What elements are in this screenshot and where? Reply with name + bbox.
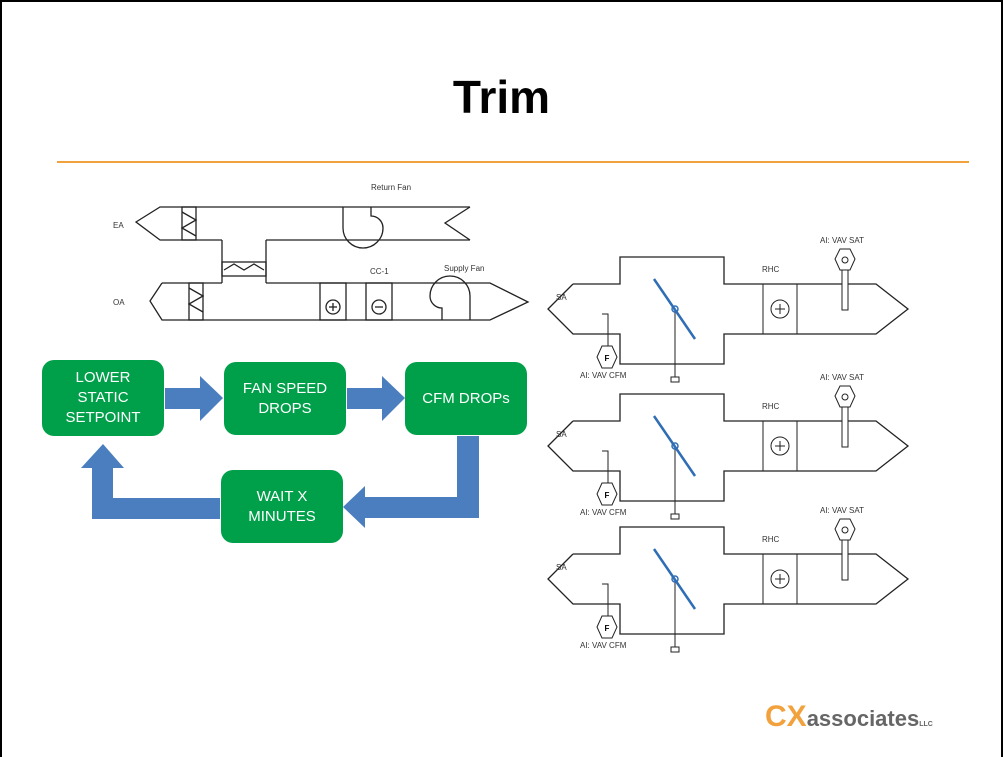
rhc-label: RHC [762, 402, 780, 411]
rhc-coil [762, 283, 798, 335]
flow-sensor-icon [596, 482, 618, 506]
flow-box-lower-static-setpoint: LOWER STATIC SETPOINT [42, 360, 164, 436]
vav-sat-label: AI: VAV SAT [820, 236, 864, 245]
flow-sensor-icon [596, 345, 618, 369]
damper-blade [652, 548, 697, 610]
flow-box-fan-speed-drops: FAN SPEED DROPS [224, 362, 346, 435]
rhc-coil [762, 420, 798, 472]
vav-sat-label: AI: VAV SAT [820, 373, 864, 382]
logo-text: associates [806, 706, 920, 731]
rhc-coil [762, 553, 798, 605]
arrow-1-2 [165, 376, 223, 421]
vav-duct-outline [547, 526, 910, 635]
cx-associates-logo: CXassociatesLLC [765, 700, 933, 734]
oa-label: OA [113, 298, 125, 307]
vav-cfm-label: AI: VAV CFM [580, 508, 627, 517]
flow-symbol: F [605, 491, 610, 500]
flow-arrows [81, 376, 479, 528]
arrow-loop-bottom [92, 498, 220, 519]
title-divider [57, 161, 969, 163]
arrow-2-3 [347, 376, 405, 421]
damper-actuator [670, 646, 680, 653]
supply-fan-label: Supply Fan [444, 264, 484, 273]
return-fan-label: Return Fan [371, 183, 411, 192]
arrow-loop-left [343, 486, 479, 528]
sa-label: SA [556, 563, 567, 572]
vav-box-1: F SA RHC AI: VAV SAT AI: VAV CFM [547, 236, 910, 383]
vav-duct-outline [547, 393, 910, 502]
vav-box-3: F SA RHC AI: VAV SAT AI: VAV CFM [547, 506, 910, 653]
damper-actuator [670, 513, 680, 520]
ea-label: EA [113, 221, 124, 230]
damper-actuator [670, 376, 680, 383]
flow-box-wait-x-minutes: WAIT X MINUTES [221, 470, 343, 543]
flow-symbol: F [605, 624, 610, 633]
temp-sensor-icon [834, 518, 856, 541]
vav-cfm-label: AI: VAV CFM [580, 641, 627, 650]
vav-sat-label: AI: VAV SAT [820, 506, 864, 515]
vav-box-2: F SA RHC AI: VAV SAT AI: VAV CFM [547, 373, 910, 520]
rhc-label: RHC [762, 535, 780, 544]
rhc-plus-icon [770, 299, 790, 319]
flow-symbol: F [605, 354, 610, 363]
arrow-loop-up [81, 444, 124, 519]
rhc-plus-icon [770, 569, 790, 589]
logo-mark: CX [765, 700, 807, 733]
sa-label: SA [556, 430, 567, 439]
flow-box-cfm-drops: CFM DROPs [405, 362, 527, 435]
flow-sensor-icon [596, 615, 618, 639]
slide-title: Trim [452, 71, 551, 123]
vav-duct-outline [547, 256, 910, 365]
coil-label: CC-1 [370, 267, 389, 276]
vav-cfm-label: AI: VAV CFM [580, 371, 627, 380]
sa-label: SA [556, 293, 567, 302]
temp-sensor-icon [834, 385, 856, 408]
temp-sensor-icon [834, 248, 856, 271]
damper-blade [652, 278, 697, 340]
damper-blade [652, 415, 697, 477]
logo-suffix: LLC [919, 721, 933, 728]
rhc-label: RHC [762, 265, 780, 274]
rhc-plus-icon [770, 436, 790, 456]
